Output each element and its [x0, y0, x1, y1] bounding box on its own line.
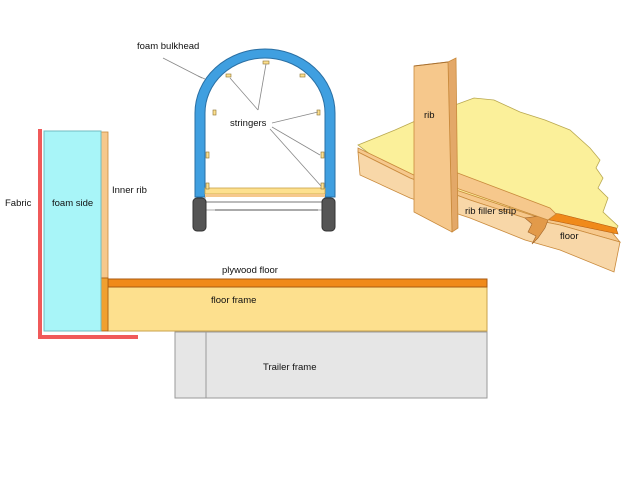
fabric-wrap: [38, 129, 138, 339]
foam-bulkhead-shape: [194, 48, 336, 198]
left-wheel: [192, 197, 207, 232]
foam-bulkhead-pointer: [162, 57, 203, 79]
stringer-pointer-lines: [229, 63, 322, 187]
floor-frame-label: floor frame: [211, 295, 256, 306]
wall-floor-cross-section: Trailer frame floor frame plywood floor …: [5, 129, 488, 399]
trailer-axle-frame: [204, 195, 326, 211]
plywood-floor-label: plywood floor: [222, 265, 278, 276]
stringer-nubs: [205, 60, 325, 190]
rib-board: [413, 61, 453, 233]
foam-side: [43, 130, 102, 332]
fabric-label: Fabric: [5, 198, 32, 209]
inner-rib: [100, 131, 109, 279]
inner-rib-foot: [100, 277, 109, 332]
plywood-floor: [107, 278, 488, 288]
bulkhead-floor: [204, 187, 326, 195]
trailer-frame-label: Trailer frame: [263, 362, 317, 373]
rib-filler-strip-label: rib filler strip: [465, 206, 516, 217]
foam-bulkhead-label: foam bulkhead: [137, 41, 199, 52]
right-wheel: [321, 197, 336, 232]
trailer-frame: [174, 331, 488, 399]
floor-frame: [107, 286, 488, 332]
inner-rib-label: Inner rib: [112, 185, 147, 196]
cutaway-floor-label: floor: [560, 231, 578, 242]
rib-label: rib: [424, 110, 435, 121]
foam-side-label: foam side: [52, 198, 93, 209]
rib-floor-cutaway: rib rib filler strip floor: [357, 57, 622, 273]
stringers-label: stringers: [230, 118, 267, 129]
cutaway-floor-side: [357, 151, 621, 273]
trailer-profile: foam bulkhead stringers: [137, 41, 336, 232]
